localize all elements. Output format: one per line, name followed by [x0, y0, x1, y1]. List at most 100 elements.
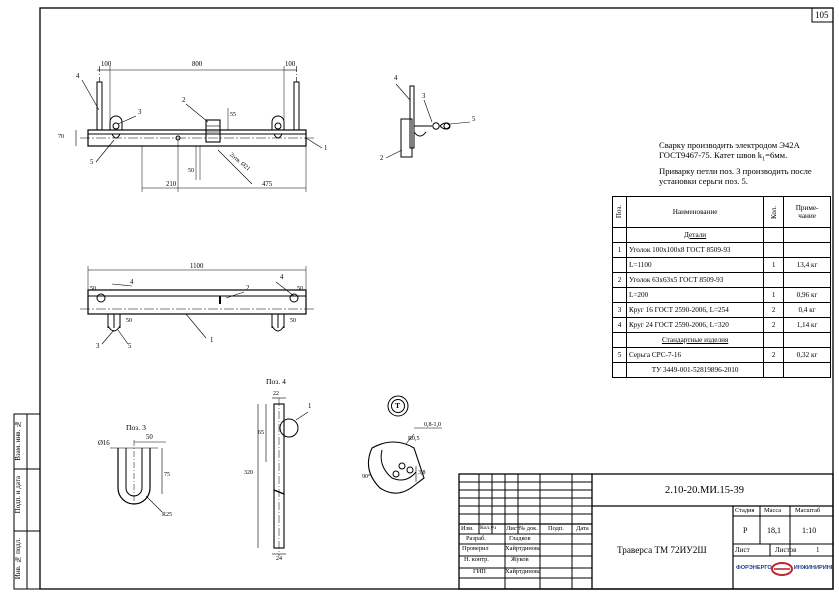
- dim-front-100b: 100: [285, 61, 296, 68]
- side-view: [385, 83, 471, 159]
- tb-role-gip: ГИП: [473, 568, 486, 575]
- tb-sheet-label: Лист: [735, 546, 750, 554]
- dim-front-100a: 100: [101, 61, 112, 68]
- poz4-view: [257, 397, 309, 556]
- tb-role-razrab: Разраб.: [466, 535, 486, 542]
- callout-side-5: 5: [472, 116, 476, 123]
- callout-front-3: 3: [138, 109, 142, 116]
- tb-company-1: ФОРЭНЕРГО: [736, 565, 772, 571]
- tb-mass-label: Масса: [764, 507, 782, 514]
- label-poz3: Поз. 3: [126, 423, 146, 432]
- tb-col-data: Дата: [576, 525, 589, 532]
- tb-sheets: 1: [816, 546, 820, 554]
- callout-plan-4a: 4: [130, 279, 134, 286]
- doc-code: 2.10-20.МИ.15-39: [665, 485, 745, 496]
- company-logo: [771, 562, 793, 576]
- callout-front-4: 4: [76, 73, 80, 80]
- callout-p4-1: 1: [308, 403, 312, 410]
- spec-header-note: Приме-чание: [783, 196, 831, 228]
- dim-p4-320: 320: [244, 470, 253, 476]
- callout-plan-3: 3: [96, 343, 100, 350]
- dim-p3-50: 50: [146, 434, 153, 441]
- dim-p4-24: 24: [276, 556, 282, 562]
- note-line-3: Приварку петли поз. 3 производить после: [659, 165, 812, 176]
- tb-scale: 1:10: [802, 526, 817, 535]
- note-hdr-1: Приме-: [795, 204, 819, 212]
- spec-header-name: Наименование: [625, 196, 765, 228]
- stamp-vzam-inv: Взам. инв. №: [14, 420, 22, 461]
- callout-side-4: 4: [394, 75, 398, 82]
- tb-scale-label: Масштаб: [795, 507, 821, 514]
- label-poz4: Поз. 4: [266, 377, 286, 386]
- dim-detail-r05: R0,5: [408, 436, 420, 442]
- dim-plan-1100: 1100: [190, 263, 204, 270]
- callout-side-3: 3: [422, 93, 426, 100]
- callout-plan-1: 1: [210, 337, 214, 344]
- spec-section-details: Детали: [612, 227, 831, 243]
- callout-side-2: 2: [380, 155, 384, 162]
- spec-header-row: Поз. Наименование Кол. Приме-чание: [612, 196, 831, 228]
- callout-plan-5: 5: [128, 343, 132, 350]
- drawing-title: Траверса ТМ 72ИУ2Ш: [617, 545, 707, 555]
- detail-t: [367, 395, 442, 494]
- title-block: [458, 473, 834, 590]
- side-stamp: [13, 413, 41, 590]
- tb-col-izm: Изм.: [461, 525, 474, 532]
- dim-p3-d16: Ø16: [98, 440, 110, 447]
- tb-name-proveril: Хайртдинова: [505, 545, 541, 552]
- tb-name-gip: Хайртдинова: [505, 568, 541, 575]
- tb-col-podp: Подп.: [548, 525, 564, 532]
- tb-company-2: ИНЖИНИРИНГ: [793, 565, 834, 571]
- dim-front-475: 475: [262, 181, 273, 188]
- general-notes: Сварку производить электродом Э42А ГОСТ9…: [659, 140, 812, 186]
- poz3-view: [110, 440, 166, 513]
- tb-role-nkontr: Н. контр.: [464, 556, 489, 563]
- dim-front-210: 210: [166, 181, 177, 188]
- dim-front-50: 50: [188, 168, 194, 174]
- callout-front-1: 1: [324, 145, 328, 152]
- dim-front-70: 70: [58, 134, 64, 140]
- dim-plan-50b: 50: [297, 286, 303, 292]
- dim-detail-08: 0,8-1,0: [424, 422, 441, 428]
- stamp-inv-podl: Инв. № подл.: [14, 538, 22, 580]
- table-row: ТУ 3449-001-52819896-2010: [612, 362, 831, 378]
- tb-sheets-label: Листов: [775, 546, 797, 554]
- sheet-number-box: [811, 7, 834, 23]
- note-line-2a: ГОСТ9467-75. Катет швов k: [659, 150, 763, 161]
- note-line-1: Сварку производить электродом Э42А: [659, 140, 800, 150]
- dim-plan-50a: 50: [90, 286, 96, 292]
- spec-section-standard: Стандартные изделия: [612, 332, 831, 348]
- dim-p4-22: 22: [273, 391, 279, 397]
- note-line-2b: =6мм.: [765, 150, 788, 161]
- tb-stage: Р: [743, 526, 748, 535]
- note-line-4: установки серьги поз. 5.: [659, 175, 748, 186]
- tb-company: ФОРЭНЕРГО ИНЖИНИРИНГ: [736, 565, 834, 572]
- dim-p3-75: 75: [164, 472, 170, 478]
- sheet-number: 105: [815, 10, 829, 20]
- callout-front-5: 5: [90, 159, 94, 166]
- dim-plan-50d: 50: [290, 318, 296, 324]
- callout-front-2: 2: [182, 97, 186, 104]
- note-k-sub: 1: [762, 157, 766, 164]
- spec-header-pos: Поз.: [612, 196, 627, 228]
- note-hdr-2: чание: [798, 212, 816, 220]
- specification-table: Поз. Наименование Кол. Приме-чание Детал…: [612, 196, 831, 378]
- tb-name-razrab: Гладков: [509, 535, 531, 542]
- plan-view: [80, 266, 316, 345]
- tb-mass: 18,1: [767, 526, 781, 535]
- dim-p3-r25: R25: [162, 512, 173, 518]
- tb-col-ndok: № док.: [519, 525, 538, 532]
- tb-name-nkontr: Жуков: [511, 556, 529, 563]
- dim-plan-50c: 50: [126, 318, 132, 324]
- tb-stage-label: Стадия: [735, 507, 755, 514]
- spec-header-qty: Кол.: [763, 196, 785, 228]
- dim-front-800: 800: [192, 61, 203, 68]
